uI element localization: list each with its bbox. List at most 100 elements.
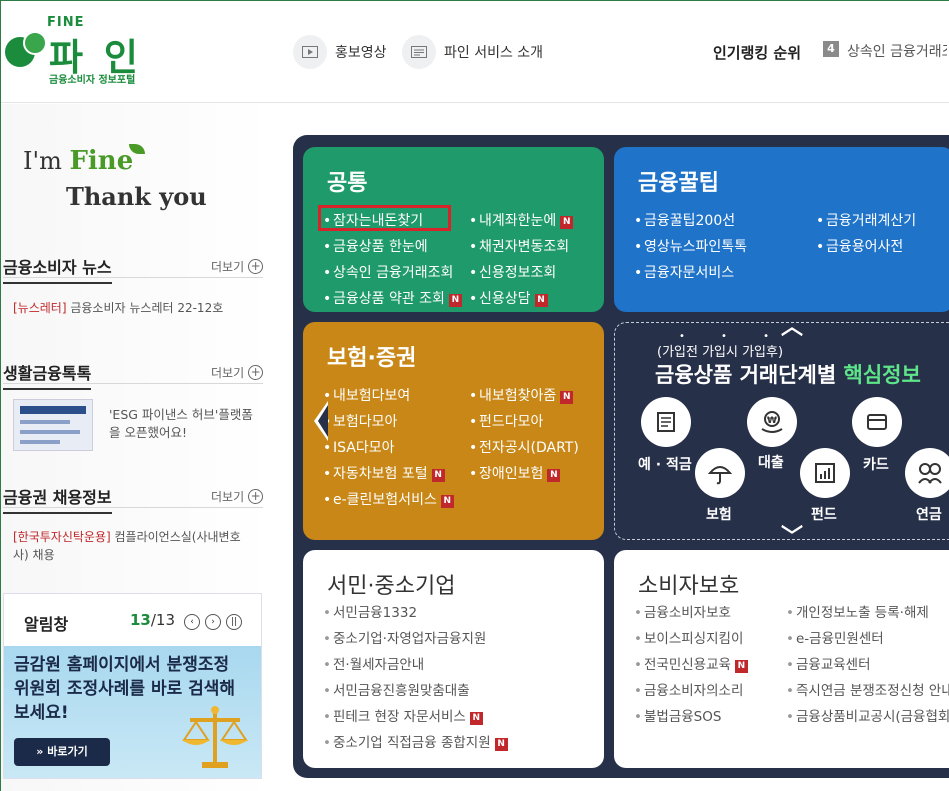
news-more-button[interactable]: 더보기+ <box>211 258 264 275</box>
link-custom-loan[interactable]: •서민금융진흥원맞춤대출 <box>323 683 470 699</box>
link-label: e-금융민원센터 <box>796 631 884 647</box>
tips-card: 금융꿀팁 •금융꿀팁200선 •영상뉴스파인톡톡 •금융자문서비스 •금융거래계… <box>614 147 949 312</box>
link-label: 내보험다보여 <box>333 388 411 404</box>
job-item[interactable]: [한국투자신탁운용] 컴플라이언스실(사내변호사) 채용 <box>13 528 253 564</box>
tips-title: 금융꿀팁 <box>638 171 719 196</box>
link-sleeping-money[interactable]: •잠자는내돈찾기 <box>323 213 424 229</box>
core-title-text: 금융상품 거래단계별 <box>655 363 844 387</box>
link-insurance-compare[interactable]: •보험다모아 <box>323 414 398 430</box>
alarm-next-icon[interactable]: › <box>205 614 221 630</box>
pension-label: 연금 <box>916 507 942 523</box>
new-badge: N <box>534 294 548 307</box>
slogan-line2: Thank you <box>66 182 207 211</box>
alarm-pause-icon[interactable]: || <box>226 614 242 630</box>
link-my-insurance[interactable]: •내보험다보여 <box>323 388 411 404</box>
link-calculator[interactable]: •금융거래계산기 <box>816 213 917 229</box>
link-label: 보이스피싱지킴이 <box>644 631 744 647</box>
link-product-compare[interactable]: •금융상품비교공시(금융협회) <box>786 704 949 730</box>
alarm-counter: 13/13 <box>130 611 175 629</box>
link-advisory[interactable]: •금융자문서비스 <box>634 265 735 281</box>
link-e-complaint[interactable]: •e-금융민원센터 <box>786 631 884 647</box>
smb-title: 서민·중소기업 <box>327 574 456 599</box>
fund-circle[interactable] <box>800 448 850 498</box>
document-icon <box>402 35 436 69</box>
link-video-news[interactable]: •영상뉴스파인톡톡 <box>634 239 748 255</box>
plus-icon: + <box>248 489 264 504</box>
alarm-current: 13 <box>130 611 151 629</box>
common-links-left: •잠자는내돈찾기 •금융상품 한눈에 •상속인 금융거래조회 •금융상품 약관 … <box>323 208 462 312</box>
slogan-line1: I'm Fine <box>23 146 133 176</box>
link-tips-200[interactable]: •금융꿀팁200선 <box>634 213 736 229</box>
link-rent-fund[interactable]: •전·월세자금안내 <box>323 657 425 673</box>
job-tag: [한국투자신탁운용] <box>13 530 111 544</box>
ranking-item-link[interactable]: 상속인 금융거래조회 <box>847 44 947 60</box>
pension-circle[interactable] <box>905 448 949 498</box>
life-section-title[interactable]: 생활금융톡톡 <box>3 360 92 390</box>
link-dart[interactable]: •전자공시(DART) <box>469 440 579 456</box>
promo-video-button[interactable]: 홍보영상 <box>293 35 387 69</box>
service-intro-button[interactable]: 파인 서비스 소개 <box>402 35 543 69</box>
alarm-banner[interactable]: 금감원 홈페이지에서 분쟁조정위원회 조정사례를 바로 검색해 보세요! » 바… <box>4 646 261 778</box>
link-annuity-dispute[interactable]: •즉시연금 분쟁조정신청 안내 <box>786 678 949 704</box>
life-item-text[interactable]: 'ESG 파이낸스 허브'플랫폼을 오픈했어요! <box>109 407 253 440</box>
link-voice-phishing[interactable]: •보이스피싱지킴이 <box>634 631 744 647</box>
fund-label: 펀드 <box>811 507 837 523</box>
fine-logo[interactable]: FINE 파 인 금융소비자 정보포털 <box>5 15 145 89</box>
ranking-number: 4 <box>823 41 839 57</box>
insurance-label: 보험 <box>706 507 732 523</box>
prev-arrow-icon[interactable] <box>314 401 328 441</box>
link-label: 자동차보험 포털 <box>333 466 428 482</box>
job-section-title[interactable]: 금융권 채용정보 <box>3 484 112 514</box>
thumbnail-graphic <box>20 420 70 424</box>
alarm-go-button[interactable]: » 바로가기 <box>14 738 110 766</box>
card-circle[interactable] <box>852 397 902 447</box>
link-label: 금융꿀팁200선 <box>644 213 736 229</box>
news-section-title[interactable]: 금융소비자 뉴스 <box>3 254 112 284</box>
service-board: 공통 •잠자는내돈찾기 •금융상품 한눈에 •상속인 금융거래조회 •금융상품 … <box>293 135 949 778</box>
alarm-prev-icon[interactable]: ‹ <box>184 614 200 630</box>
core-title-highlight: 핵심정보 <box>843 363 921 387</box>
link-isa[interactable]: •ISA다모아 <box>323 440 395 456</box>
link-products-glance[interactable]: •금융상품 한눈에 <box>323 239 428 255</box>
link-glossary[interactable]: •금융용어사전 <box>816 239 904 255</box>
logo-fine-text: FINE <box>47 15 85 30</box>
job-more-button[interactable]: 더보기+ <box>211 488 264 505</box>
link-consumer-voice[interactable]: •금융소비자의소리 <box>634 683 744 699</box>
elderly-couple-icon <box>918 463 942 484</box>
link-inheritor-inquiry[interactable]: •상속인 금융거래조회 <box>323 265 454 281</box>
link-education-center[interactable]: •금융교육센터 <box>786 657 871 673</box>
insurance-circle[interactable] <box>695 448 745 498</box>
plus-icon: + <box>248 365 264 380</box>
chevron-down-icon[interactable]: ﹀ <box>781 525 804 540</box>
loan-circle[interactable]: ₩ <box>747 397 797 447</box>
link-label: 전국민신용교육 <box>644 657 731 673</box>
link-smb-1332[interactable]: •서민금융1332 <box>323 605 418 621</box>
deposit-circle[interactable] <box>641 397 691 447</box>
news-item[interactable]: [뉴스레터] 금융소비자 뉴스레터 22-12호 <box>13 299 253 317</box>
logo-subtitle: 금융소비자 정보포털 <box>49 75 136 86</box>
link-label: 상속인 금융거래조회 <box>333 265 454 281</box>
link-fund-compare[interactable]: •펀드다모아 <box>469 414 544 430</box>
link-creditor-change[interactable]: •채권자변동조회 <box>469 239 570 255</box>
link-credit-info[interactable]: •신용정보조회 <box>469 265 557 281</box>
link-illegal-sos[interactable]: •불법금융SOS <box>634 709 722 725</box>
life-more-button[interactable]: 더보기+ <box>211 364 264 381</box>
video-icon <box>293 35 327 69</box>
link-consumer-protect[interactable]: •금융소비자보호 <box>634 605 731 621</box>
life-thumbnail[interactable] <box>13 399 93 451</box>
service-intro-label: 파인 서비스 소개 <box>444 45 544 61</box>
chevron-up-icon[interactable]: ︿ <box>781 322 804 340</box>
link-personal-info[interactable]: •개인정보노출 등록·해제 <box>786 605 929 621</box>
link-smb-support[interactable]: •중소기업·자영업자금융지원 <box>323 631 487 647</box>
